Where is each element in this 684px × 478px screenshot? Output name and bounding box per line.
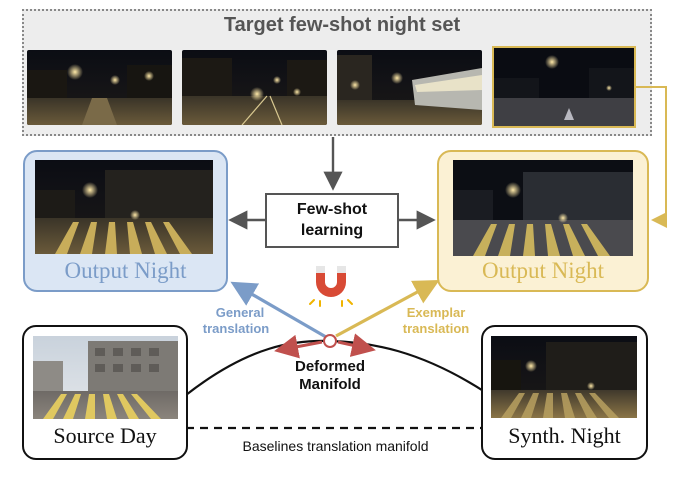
synth-night-label: Synth. Night (508, 423, 621, 448)
general-translation-label-line1: General (215, 305, 265, 320)
deformed-manifold-label-line1: Deformed (294, 358, 365, 375)
arrow-general-translation (230, 281, 327, 339)
exemplar-translation-label-line1: Exemplar (406, 305, 466, 320)
synth-night-image (491, 336, 637, 418)
baseline-manifold-label: Baselines translation manifold (242, 438, 429, 454)
few-shot-learning-box (265, 193, 399, 248)
target-set-title: Target few-shot night set (223, 14, 461, 36)
exemplar-translation-label-line2: translation (402, 321, 470, 336)
output-night-exemplar-image (453, 160, 633, 256)
manifold-point (323, 334, 337, 348)
general-translation-label-line2: translation (202, 321, 270, 336)
target-night-image-3 (337, 50, 482, 125)
output-night-exemplar-label: Output Night (481, 258, 605, 283)
target-night-image-2 (182, 50, 327, 125)
deform-arrow-right (337, 333, 376, 357)
target-night-image-1 (27, 50, 172, 125)
arrow-exemplar-translation (335, 279, 440, 338)
source-day-label: Source Day (53, 423, 157, 448)
output-night-general-image (35, 160, 213, 254)
deform-arrow-left (274, 334, 323, 359)
target-night-image-exemplar (492, 46, 636, 128)
deformed-manifold-label-line2: Manifold (299, 376, 361, 393)
arrow-exemplar-path (636, 86, 667, 228)
output-night-general-label: Output Night (64, 258, 187, 283)
source-day-image (33, 336, 178, 419)
magnet-icon (306, 258, 356, 308)
few-shot-learning-label-line1: Few-shot (296, 201, 368, 218)
few-shot-learning-label-line2: learning (300, 222, 364, 239)
